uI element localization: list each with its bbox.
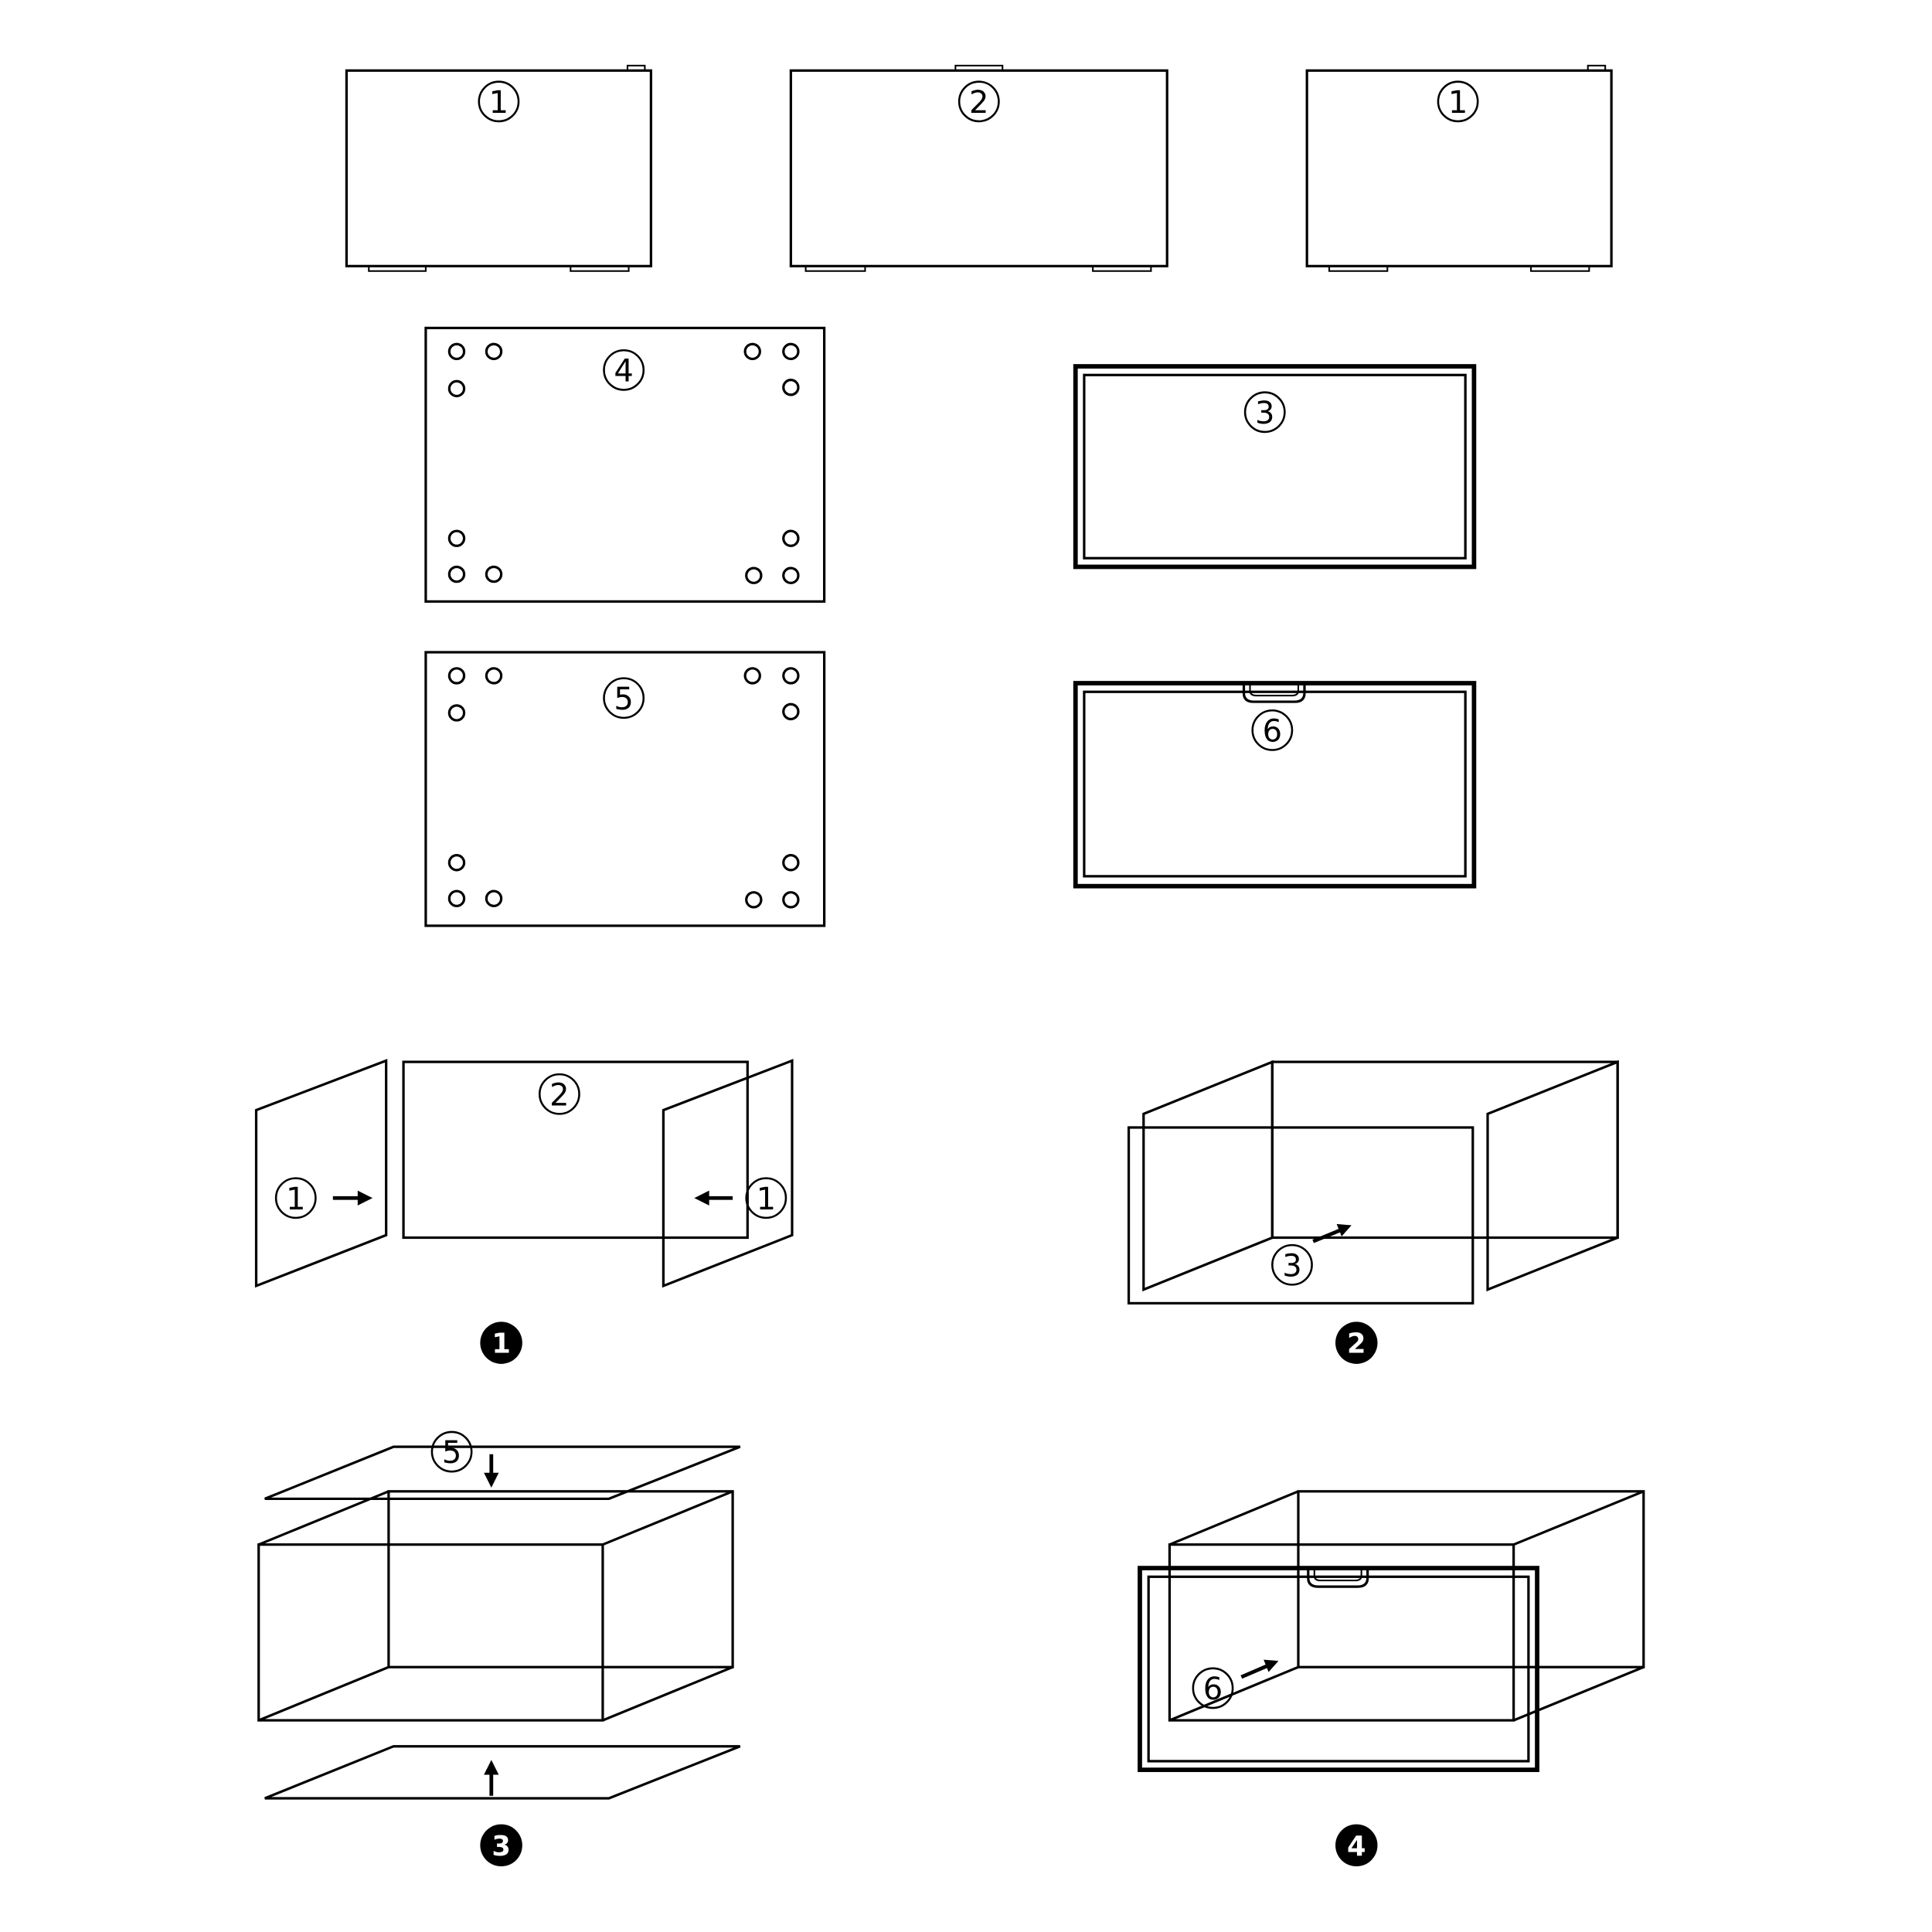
screw-hole <box>447 704 466 722</box>
screw-hole <box>782 702 800 721</box>
part-number-circle <box>538 1073 580 1115</box>
part-number-label: 5 <box>614 682 633 717</box>
screw-hole <box>485 667 503 685</box>
part-bottom-panel-holes: 5 <box>424 651 826 927</box>
part-number-label: 4 <box>614 353 633 389</box>
step-4-illustration: 6 <box>1138 1490 1645 1773</box>
screw-hole <box>485 565 503 583</box>
screw-hole <box>447 667 466 685</box>
step-number-badge <box>1335 1824 1378 1867</box>
arrow-diagonal-icon <box>1240 1664 1268 1679</box>
screw-hole <box>782 379 800 396</box>
step-number: 2 <box>1347 1328 1366 1360</box>
screw-hole <box>745 891 763 909</box>
screw-hole <box>447 529 466 547</box>
part-number-circle <box>430 1430 473 1473</box>
step-number-badge <box>480 1321 522 1364</box>
part-number-circle <box>1243 391 1286 434</box>
part-number-label: 1 <box>286 1182 305 1217</box>
step-number: 1 <box>492 1328 511 1360</box>
screw-hole <box>782 891 800 909</box>
drawer-handle <box>1242 683 1306 703</box>
part-front-frame: 3 <box>1073 364 1477 570</box>
step-number-badge <box>1335 1321 1378 1364</box>
screw-hole <box>782 342 800 361</box>
part-number-circle <box>745 1177 787 1219</box>
drawer-handle <box>1307 1568 1369 1588</box>
step-3-illustration: 5 <box>257 1430 741 1800</box>
part-number-label: 6 <box>1263 713 1282 749</box>
screw-hole <box>782 529 800 547</box>
screw-hole <box>447 342 466 361</box>
part-number-label: 2 <box>969 85 988 121</box>
part-number-label: 1 <box>489 85 509 121</box>
part-number-circle <box>1251 709 1294 751</box>
part-number-circle <box>957 80 1000 123</box>
part-number-label: 3 <box>1282 1248 1301 1284</box>
part-number-circle <box>603 349 645 391</box>
step-number-badge <box>480 1824 522 1867</box>
screw-hole <box>447 889 466 907</box>
step-number: 4 <box>1347 1831 1366 1862</box>
part-top-panel-holes: 4 <box>424 326 826 603</box>
part-side-panel-right: 1 <box>1305 64 1613 272</box>
part-number-circle <box>603 677 645 719</box>
screw-hole <box>447 379 466 398</box>
part-number-circle <box>1437 80 1479 123</box>
screw-hole <box>745 566 763 584</box>
screw-hole <box>485 889 503 907</box>
part-number-label: 5 <box>442 1435 461 1471</box>
arrow-diagonal-icon <box>1312 1228 1342 1243</box>
part-number-circle <box>478 80 520 123</box>
screw-hole <box>447 854 466 872</box>
screw-hole <box>743 342 761 361</box>
part-drawer-front: 6 <box>1073 681 1477 889</box>
screw-hole <box>782 566 800 584</box>
part-number-circle <box>274 1177 317 1219</box>
screw-hole <box>782 854 800 872</box>
part-number-label: 3 <box>1255 396 1274 431</box>
part-number-label: 6 <box>1203 1672 1223 1707</box>
part-side-panel-left: 1 <box>345 64 652 272</box>
part-number-label: 2 <box>549 1077 569 1113</box>
part-back-panel: 2 <box>789 64 1168 272</box>
part-number-label: 1 <box>757 1182 776 1217</box>
part-number-circle <box>1192 1667 1234 1709</box>
screw-hole <box>743 667 761 685</box>
step-number: 3 <box>492 1831 511 1862</box>
screw-hole <box>782 667 800 685</box>
part-number-label: 1 <box>1448 85 1468 121</box>
screw-hole <box>447 565 466 583</box>
step-1-illustration: 2 1 1 <box>254 1059 794 1288</box>
part-number-circle <box>1271 1243 1313 1286</box>
screw-hole <box>485 342 503 361</box>
step-2-illustration: 3 <box>1127 1060 1619 1304</box>
